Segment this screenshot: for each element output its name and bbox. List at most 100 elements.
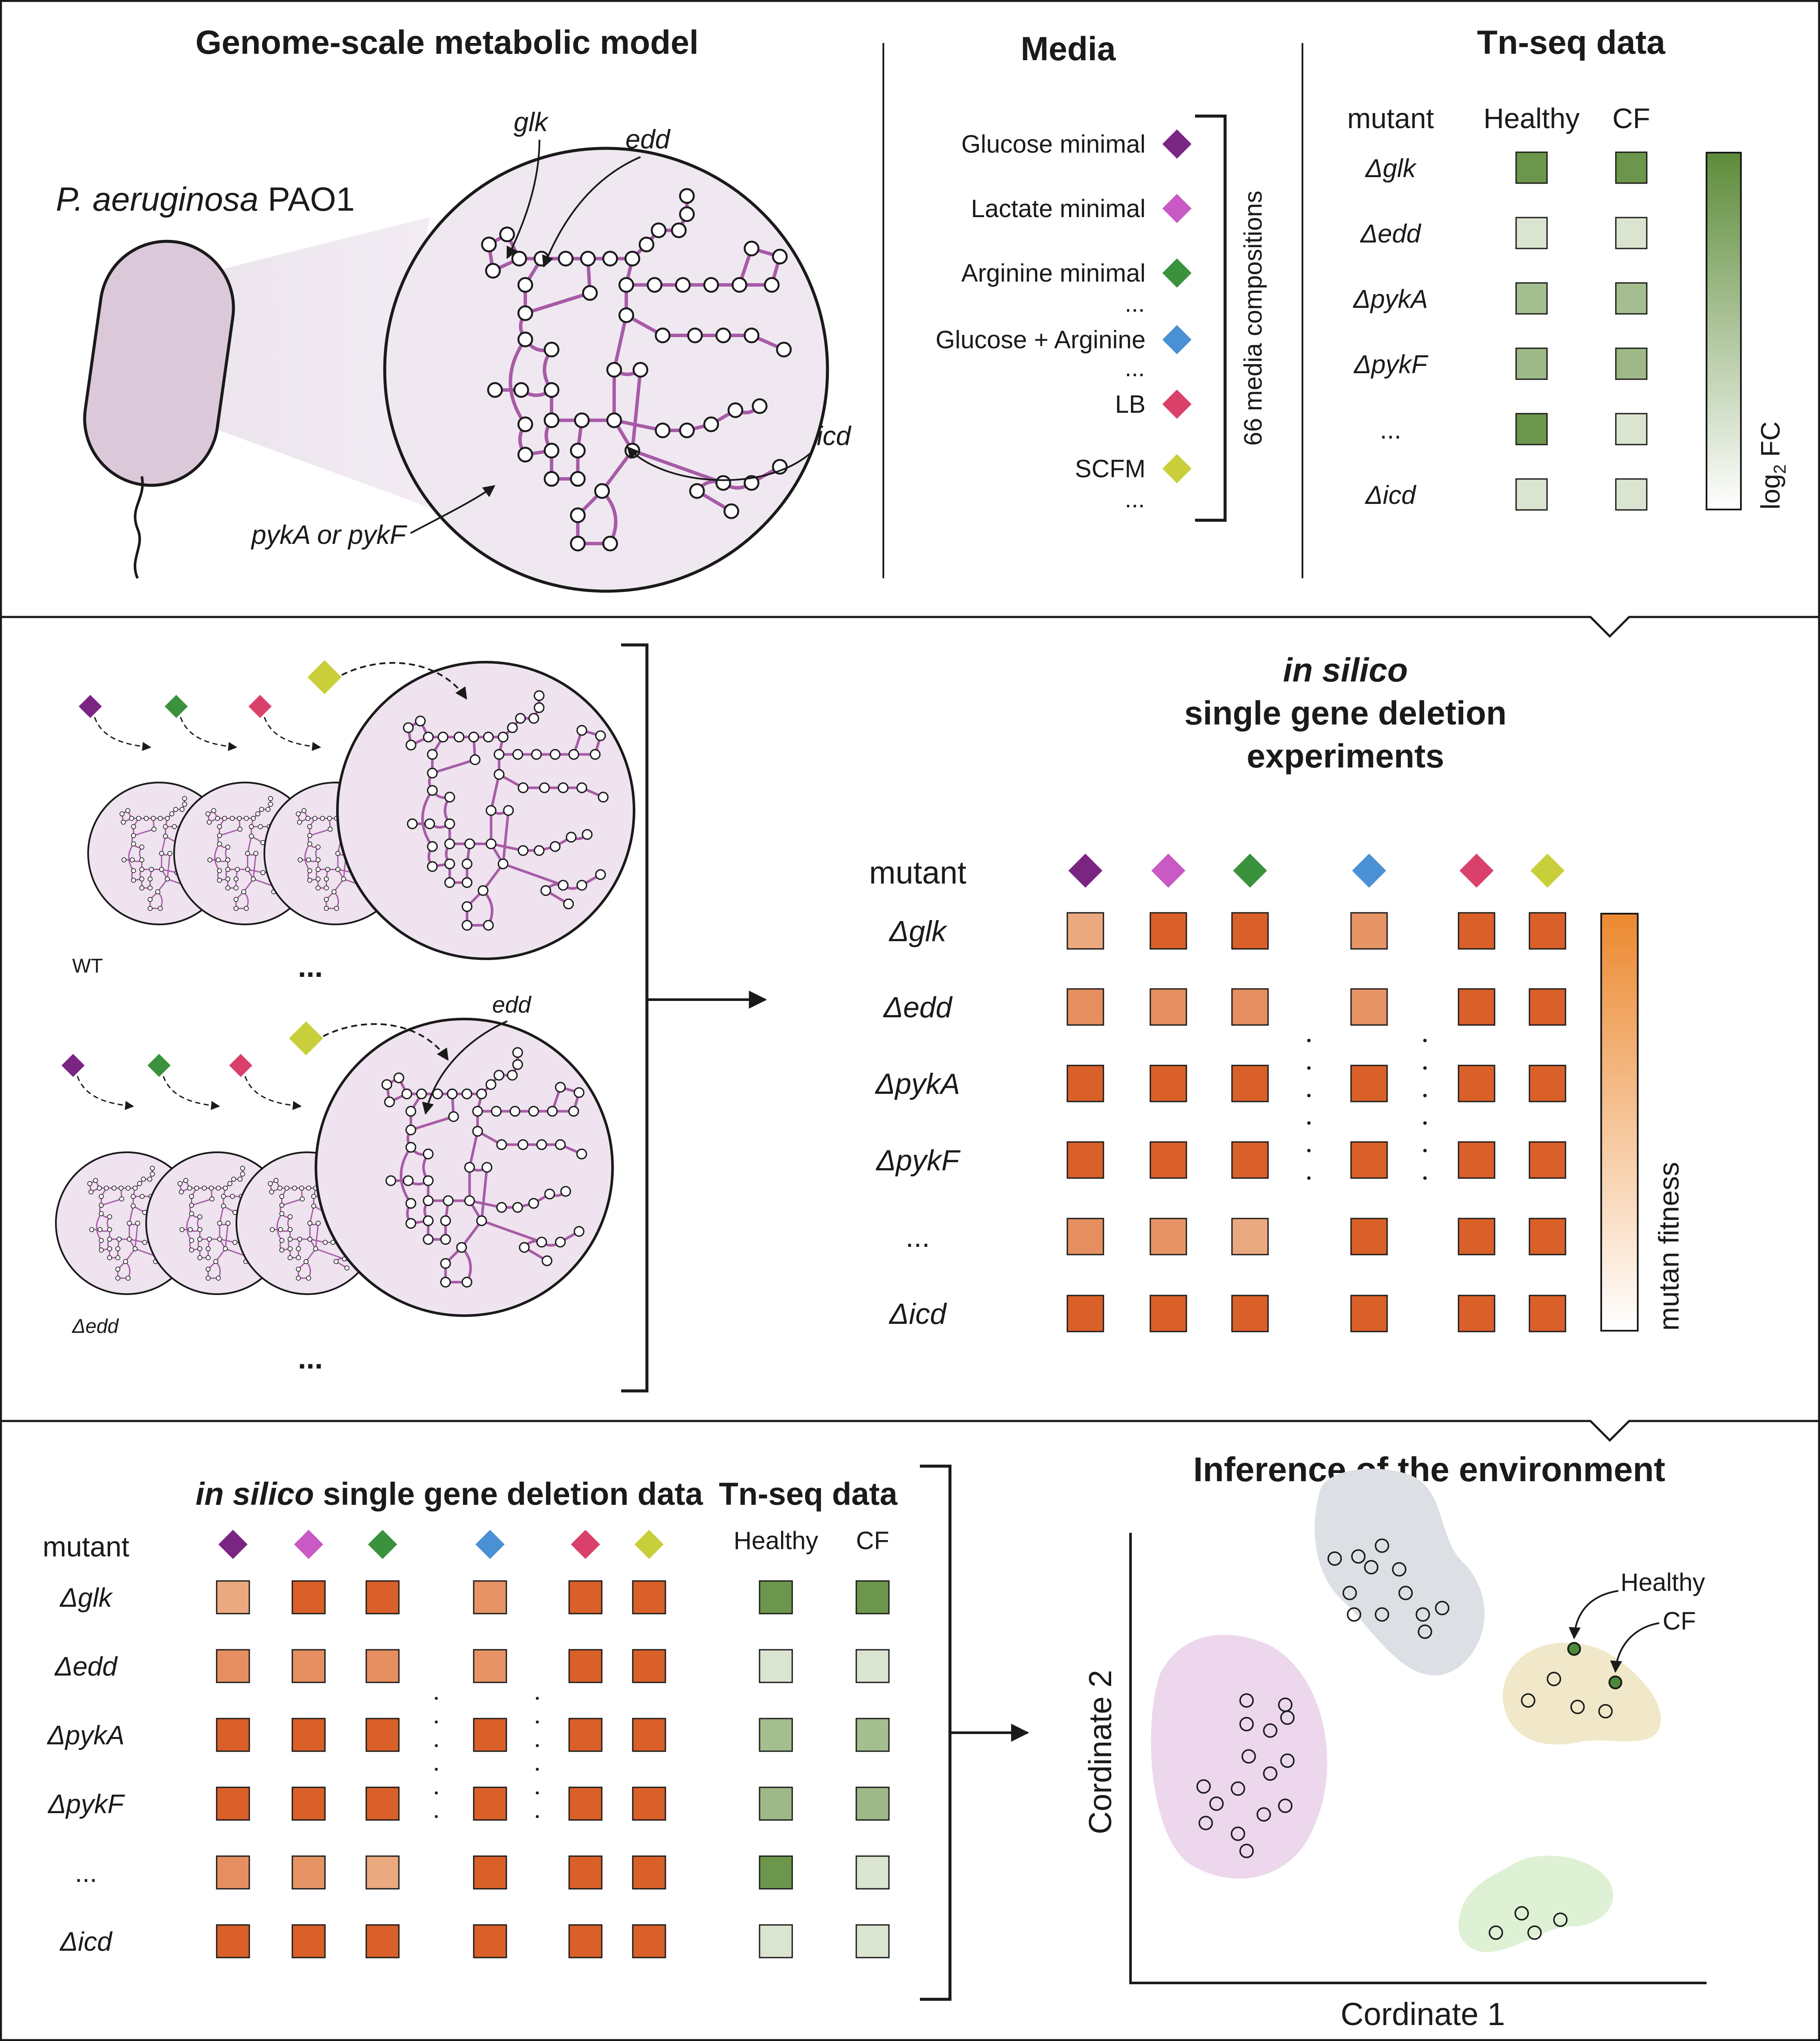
p3-fitness-cell: [473, 1786, 507, 1821]
ellipsis-dot: [1307, 1066, 1311, 1070]
metabolite-node: [461, 858, 473, 869]
metabolite-node: [231, 1176, 236, 1182]
metabolite-node: [197, 1237, 202, 1242]
media-diamond-scfm: [307, 660, 342, 694]
metabolite-node: [511, 251, 527, 267]
metabolite-node: [543, 382, 560, 398]
tnseq-healthy-cell: [1515, 413, 1548, 445]
tnseq-healthy-cell: [1515, 151, 1548, 184]
metabolite-node: [597, 792, 609, 803]
p3-tn-cell: [855, 1786, 890, 1821]
metabolite-node: [288, 1237, 293, 1242]
metabolite-node: [296, 811, 301, 816]
metabolite-node: [655, 422, 671, 439]
metabolite-node: [461, 1277, 472, 1288]
fitness-cell: [1231, 988, 1269, 1026]
metabolite-node: [595, 730, 606, 741]
metabolite-node: [139, 885, 144, 890]
media-bracket-label: 66 media compositions: [1239, 190, 1267, 445]
metabolite-node: [159, 851, 164, 856]
metabolite-node: [655, 327, 671, 344]
reaction-edge: [134, 1223, 138, 1249]
scatter-point: [1527, 1925, 1542, 1940]
metabolite-node: [207, 857, 213, 862]
metabolite-node: [119, 811, 125, 816]
metabolite-node: [202, 1185, 207, 1191]
matrix-row-label: ΔpykF: [876, 1144, 961, 1177]
scatter-point: [1280, 1710, 1295, 1725]
ellipsis-dot: [536, 1791, 539, 1795]
reaction-edge: [612, 315, 628, 370]
p3-tn-cell: [855, 1580, 890, 1614]
scatter-point: [1489, 1925, 1503, 1940]
p3-fitness-cell: [291, 1718, 326, 1752]
metabolite-node: [469, 754, 481, 765]
scatter-point: [1364, 1560, 1379, 1574]
metabolite-node: [241, 889, 246, 894]
metabolite-node: [216, 1275, 221, 1281]
metabolite-node: [279, 1211, 285, 1216]
p3-fitness-cell: [473, 1580, 507, 1614]
metabolite-node: [268, 1181, 273, 1186]
metabolite-node: [512, 1047, 523, 1058]
metabolite-node: [197, 1246, 202, 1252]
p3-fitness-cell: [365, 1580, 400, 1614]
reaction-edge: [410, 1115, 454, 1131]
metabolite-node: [93, 1178, 98, 1183]
tnseq-cf-cell: [1615, 217, 1648, 249]
p3-fitness-cell: [473, 1924, 507, 1958]
fitness-cell: [1231, 1065, 1269, 1102]
metabolite-node: [163, 834, 168, 839]
metabolite-node: [183, 1178, 188, 1183]
metabolite-node: [217, 841, 222, 847]
metabolite-node: [104, 1185, 109, 1191]
metabolite-node: [541, 1255, 553, 1266]
ellipsis-dot: [1307, 1094, 1311, 1097]
metabolite-node: [211, 808, 216, 813]
metabolite-node: [517, 305, 533, 321]
metabolite-node: [531, 749, 542, 760]
model-network: [178, 1166, 276, 1281]
metabolite-node: [490, 1106, 502, 1117]
media-ellipsis: ...: [1125, 485, 1145, 513]
metabolite-node: [560, 1186, 571, 1197]
metabolite-node: [464, 1195, 475, 1206]
matrix-row-label: Δicd: [889, 1298, 947, 1330]
metabolite-node: [568, 749, 579, 760]
p3-tn-cell: [855, 1649, 890, 1683]
p3-fitness-cell: [365, 1786, 400, 1821]
reaction-edge: [309, 1206, 315, 1224]
metabolite-node: [440, 1234, 451, 1245]
model-network-large: [403, 690, 609, 931]
p3-fitness-cell: [568, 1924, 603, 1958]
ellipsis-dot: [1307, 1039, 1311, 1042]
metabolite-node: [606, 412, 622, 428]
metabolite-node: [496, 1139, 507, 1150]
reaction-edge: [247, 836, 252, 854]
p3-fitness-cell: [365, 1924, 400, 1958]
metabolite-node: [316, 857, 321, 862]
metabolite-node: [483, 920, 494, 931]
p3-fitness-cell: [365, 1718, 400, 1752]
metabolite-node: [89, 1227, 95, 1232]
model-network-large: [381, 1047, 587, 1288]
media-to-model-arrow: [264, 717, 322, 751]
metabolite-node: [448, 1111, 459, 1122]
scatter-point: [1239, 1844, 1254, 1858]
scatter-point: [1347, 1607, 1361, 1622]
ellipsis-dot: [536, 1697, 539, 1700]
metabolite-node: [472, 1106, 483, 1117]
metabolite-node: [427, 767, 438, 779]
panel-model: Genome-scale metabolic model P. aerugino…: [56, 23, 852, 593]
metabolite-node: [126, 1275, 131, 1281]
metabolite-node: [481, 236, 497, 252]
metabolite-node: [257, 824, 263, 829]
metabolite-node: [744, 240, 760, 257]
metabolite-node: [509, 1106, 521, 1117]
ellipsis-dot: [1307, 1149, 1311, 1152]
media-item-label: LB: [1115, 390, 1146, 418]
glk-label: glk: [514, 107, 549, 137]
metabolite-node: [513, 382, 529, 398]
metabolite-node: [325, 867, 330, 872]
